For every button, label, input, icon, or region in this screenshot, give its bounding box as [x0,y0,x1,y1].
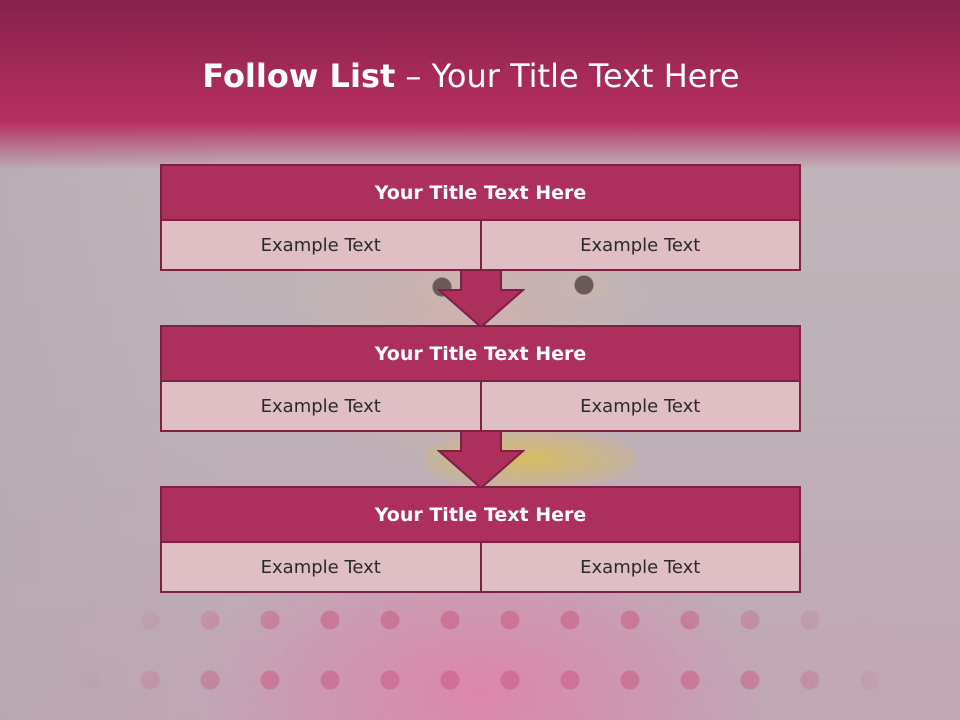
step-row: Example Text Example Text [160,382,801,432]
step-cell-left: Example Text [160,543,482,593]
step-row: Example Text Example Text [160,221,801,271]
header-band [0,0,960,170]
step-title: Your Title Text Here [160,486,801,543]
step-cell-right: Example Text [481,382,801,432]
slide-title: Follow List – Your Title Text Here [0,54,942,98]
slide-title-bold: Follow List [202,57,396,95]
step-block-2: Your Title Text Here Example Text Exampl… [160,325,801,432]
step-cell-left: Example Text [160,382,482,432]
down-arrow-icon [437,270,525,328]
step-cell-right: Example Text [481,543,801,593]
step-block-3: Your Title Text Here Example Text Exampl… [160,486,801,593]
step-block-1: Your Title Text Here Example Text Exampl… [160,164,801,271]
step-cell-left: Example Text [160,221,482,271]
down-arrow-icon [437,431,525,489]
step-title: Your Title Text Here [160,325,801,382]
step-title: Your Title Text Here [160,164,801,221]
step-cell-right: Example Text [481,221,801,271]
step-row: Example Text Example Text [160,543,801,593]
photo-eye-right [560,270,608,300]
slide-title-rest: – Your Title Text Here [395,57,740,95]
